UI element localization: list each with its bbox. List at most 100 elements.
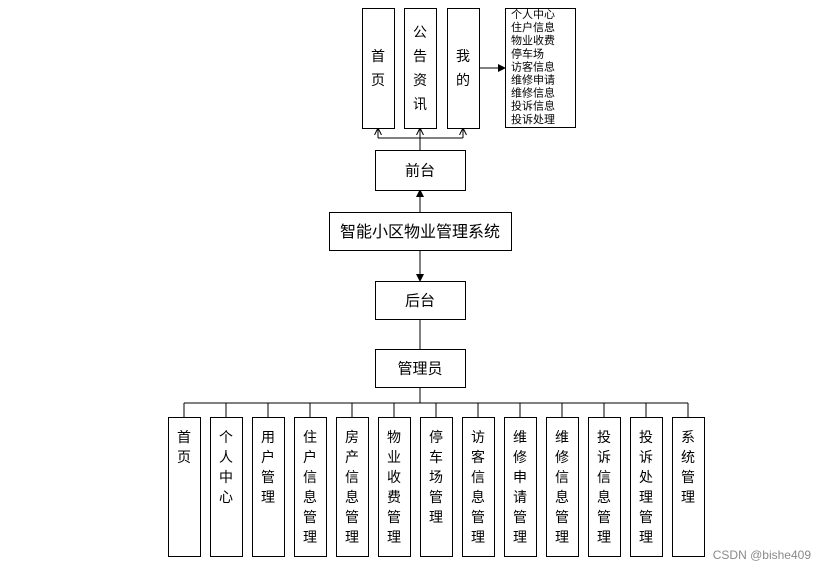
admin-module-10-char: 息 bbox=[555, 489, 569, 506]
my-item: 物业收费 bbox=[511, 33, 555, 47]
admin-module-11-char: 诉 bbox=[597, 450, 611, 466]
admin-module-12-char: 理 bbox=[639, 490, 653, 506]
admin-module-4-char: 理 bbox=[303, 530, 317, 546]
boxes: 前台智能小区物业管理系统后台管理员首页公告资讯我的个人中心住户信息物业收费停车场… bbox=[168, 8, 705, 557]
admin-module-4-char: 管 bbox=[303, 510, 317, 526]
admin-module-6-char: 收 bbox=[387, 470, 401, 486]
backend-box: 后台 bbox=[375, 281, 466, 320]
frontend-module-1-char: 页 bbox=[371, 73, 385, 89]
admin-module-7-char: 场 bbox=[429, 470, 443, 486]
admin-module-11-char: 投 bbox=[597, 430, 611, 446]
admin-module-5-char: 房 bbox=[345, 430, 359, 446]
admin-module-12-char: 投 bbox=[639, 430, 653, 446]
admin-module-2-char: 个 bbox=[219, 430, 233, 446]
admin-module-10-char: 管 bbox=[555, 510, 569, 526]
admin-module-6-char: 理 bbox=[387, 530, 401, 546]
admin-module-7-char: 理 bbox=[429, 510, 443, 526]
admin-module-10-char: 修 bbox=[555, 450, 569, 466]
admin-module-5-char: 息 bbox=[345, 489, 359, 506]
connectors bbox=[183, 64, 689, 417]
admin-module-6-char: 物 bbox=[387, 430, 401, 446]
frontend-module-2-char: 告 bbox=[413, 49, 427, 65]
admin-module-5-char: 产 bbox=[345, 450, 359, 466]
frontend-box-label: 前台 bbox=[405, 161, 435, 179]
admin-module-5-char: 管 bbox=[345, 510, 359, 526]
admin-module-11-char: 息 bbox=[597, 489, 611, 506]
my-item: 投诉信息 bbox=[511, 99, 555, 113]
admin-module-9-char: 请 bbox=[513, 490, 527, 506]
frontend-module-3: 我的 bbox=[447, 8, 480, 129]
admin-module-1-char: 页 bbox=[177, 450, 191, 466]
admin-module-8-char: 息 bbox=[471, 489, 485, 506]
admin-module-10-char: 理 bbox=[555, 530, 569, 546]
admin-module-3-char: 理 bbox=[261, 490, 275, 506]
admin-module-10-char: 信 bbox=[555, 470, 569, 486]
admin-module-13-char: 系 bbox=[681, 430, 695, 446]
frontend-box: 前台 bbox=[375, 150, 466, 191]
admin-module-11-char: 管 bbox=[597, 510, 611, 526]
my-item: 投诉处理 bbox=[511, 112, 555, 126]
admin-module-4-char: 住 bbox=[303, 430, 317, 446]
admin-role-box-label: 管理员 bbox=[397, 359, 442, 377]
admin-module-4-char: 信 bbox=[303, 470, 317, 486]
frontend-module-2-char: 资 bbox=[413, 73, 427, 89]
frontend-module-3-char: 的 bbox=[456, 73, 470, 89]
admin-module-5-char: 信 bbox=[345, 470, 359, 486]
admin-module-11-char: 信 bbox=[597, 470, 611, 486]
admin-module-3-char: 户 bbox=[261, 449, 275, 466]
admin-module-12-char: 处 bbox=[639, 470, 653, 486]
my-item: 访客信息 bbox=[511, 59, 555, 73]
admin-module-13-char: 统 bbox=[681, 450, 695, 466]
admin-module-1: 首页 bbox=[168, 417, 201, 557]
admin-module-5-char: 理 bbox=[345, 530, 359, 546]
admin-module-9-char: 维 bbox=[513, 430, 527, 446]
admin-module-9-char: 理 bbox=[513, 530, 527, 546]
admin-module-7-char: 停 bbox=[429, 429, 443, 446]
frontend-module-2-char: 公 bbox=[413, 25, 427, 41]
admin-module-2-char: 人 bbox=[219, 450, 233, 466]
admin-module-1-char: 首 bbox=[177, 430, 191, 446]
admin-module-8-char: 管 bbox=[471, 510, 485, 526]
admin-module-6-char: 管 bbox=[387, 510, 401, 526]
admin-module-7-char: 管 bbox=[429, 490, 443, 506]
frontend-module-1-char: 首 bbox=[371, 49, 385, 65]
admin-module-9-char: 修 bbox=[513, 450, 527, 466]
admin-module-13-char: 管 bbox=[681, 470, 695, 486]
watermark: CSDN @bishe409 bbox=[712, 548, 811, 562]
admin-module-9-char: 申 bbox=[513, 470, 527, 486]
admin-module-6-char: 业 bbox=[387, 450, 401, 466]
admin-module-2-char: 中 bbox=[219, 470, 233, 486]
admin-module-12-char: 诉 bbox=[639, 450, 653, 466]
admin-module-6-char: 费 bbox=[387, 490, 401, 506]
admin-module-4-char: 户 bbox=[303, 449, 317, 466]
backend-box-label: 后台 bbox=[405, 291, 435, 309]
admin-module-3-char: 管 bbox=[261, 470, 275, 486]
admin-module-7-char: 车 bbox=[429, 449, 443, 466]
admin-module-2: 个人中心 bbox=[210, 417, 243, 557]
admin-module-12-char: 管 bbox=[639, 510, 653, 526]
admin-module-8-char: 客 bbox=[471, 449, 485, 466]
my-item: 维修申请 bbox=[511, 73, 555, 87]
admin-module-8-char: 信 bbox=[471, 470, 485, 486]
admin-role-box: 管理员 bbox=[375, 349, 466, 388]
my-item: 住户信息 bbox=[511, 20, 555, 34]
admin-module-4-char: 息 bbox=[303, 489, 317, 506]
admin-module-10-char: 维 bbox=[555, 430, 569, 446]
admin-module-8-char: 理 bbox=[471, 530, 485, 546]
my-item: 个人中心 bbox=[511, 8, 555, 21]
frontend-module-1: 首页 bbox=[362, 8, 395, 129]
frontend-module-2-char: 讯 bbox=[413, 97, 427, 113]
